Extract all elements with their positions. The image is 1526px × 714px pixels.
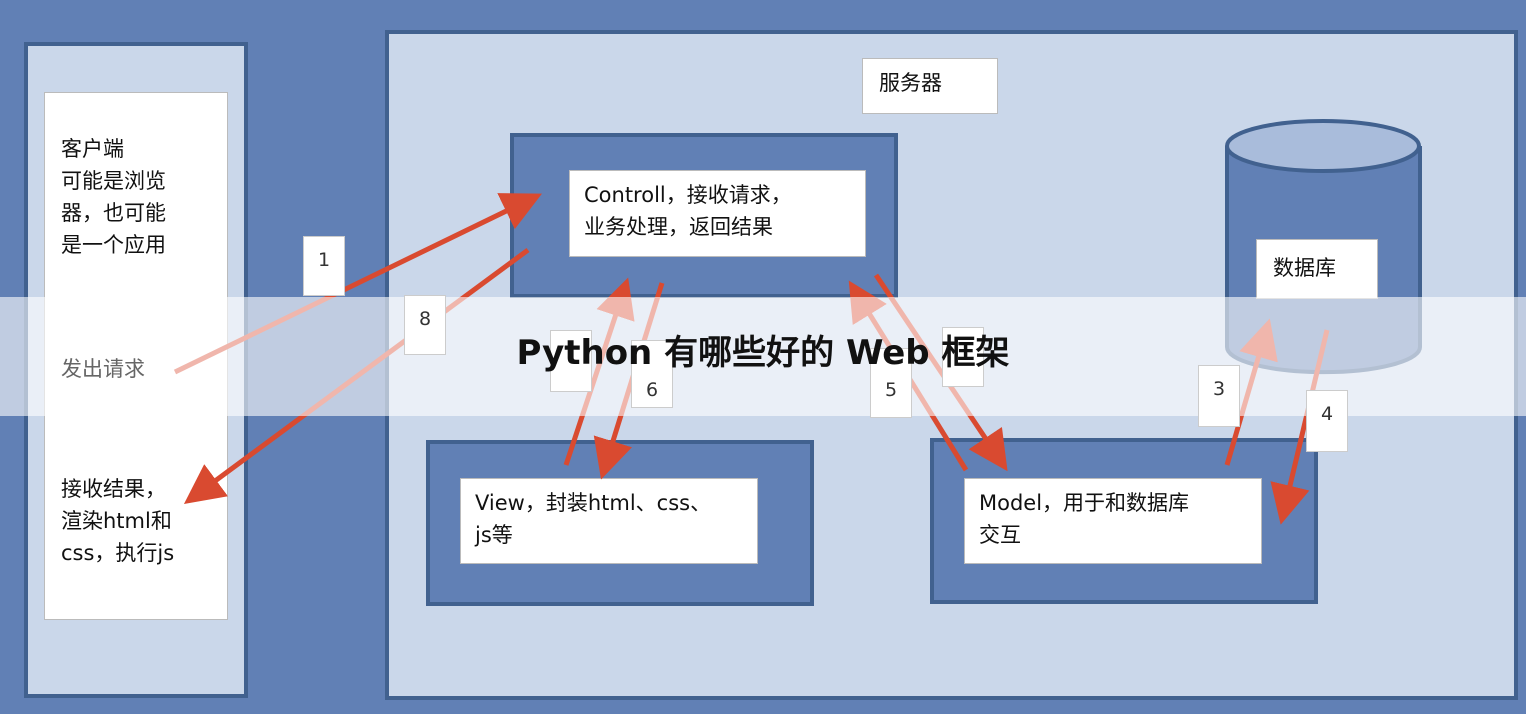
model-line: Model，用于和数据库 bbox=[979, 491, 1190, 515]
step-label-6: 6 bbox=[631, 340, 673, 408]
title-overlay-band bbox=[0, 297, 1526, 416]
step-label-hidden bbox=[942, 327, 984, 387]
client-desc-line: 器，也可能 bbox=[61, 201, 166, 225]
step-label-8: 8 bbox=[404, 295, 446, 355]
client-desc-line: 客户端 bbox=[61, 137, 124, 161]
receive-result-line: 接收结果， bbox=[61, 477, 166, 501]
server-label: 服务器 bbox=[862, 58, 998, 114]
model-box: Model，用于和数据库 交互 bbox=[964, 478, 1262, 564]
view-line: js等 bbox=[475, 523, 513, 547]
step-label-4: 4 bbox=[1306, 390, 1348, 452]
receive-result-line: css，执行js bbox=[61, 541, 175, 565]
client-desc-line: 可能是浏览 bbox=[61, 169, 166, 193]
step-label-1: 1 bbox=[303, 236, 345, 296]
step-label-3: 3 bbox=[1198, 365, 1240, 427]
controller-line: 业务处理，返回结果 bbox=[584, 215, 773, 239]
receive-result-line: 渲染html和 bbox=[61, 509, 172, 533]
model-line: 交互 bbox=[979, 523, 1021, 547]
database-label: 数据库 bbox=[1256, 239, 1378, 299]
client-desc-line: 是一个应用 bbox=[61, 233, 166, 257]
view-line: View，封装html、css、 bbox=[475, 491, 712, 515]
controller-line: Controll，接收请求， bbox=[584, 183, 792, 207]
view-box: View，封装html、css、 js等 bbox=[460, 478, 758, 564]
controller-box: Controll，接收请求， 业务处理，返回结果 bbox=[569, 170, 866, 257]
send-request-label: 发出请求 bbox=[61, 357, 145, 381]
step-label-5: 5 bbox=[870, 348, 912, 418]
client-box: 客户端 可能是浏览 器，也可能 是一个应用 发出请求 接收结果， 渲染html和… bbox=[44, 92, 228, 620]
step-label-hidden bbox=[550, 330, 592, 392]
